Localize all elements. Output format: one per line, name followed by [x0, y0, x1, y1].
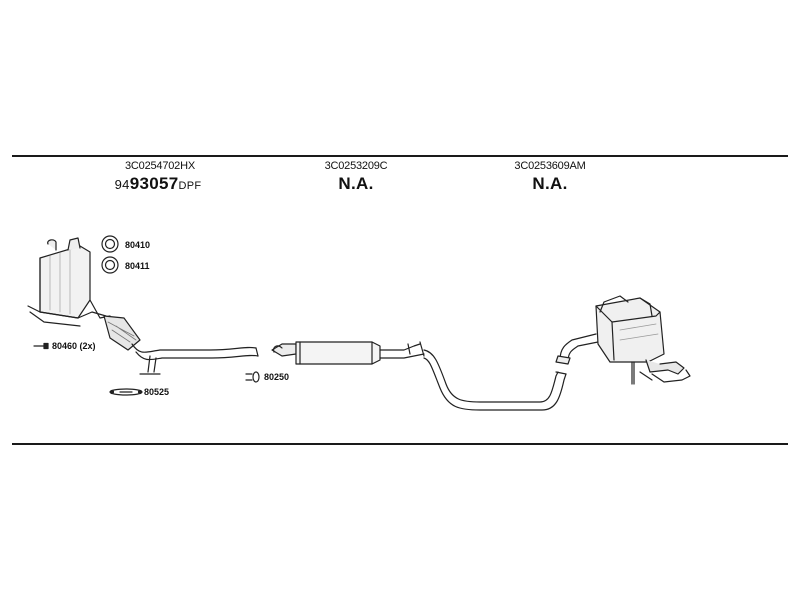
bottom-divider [12, 443, 788, 445]
accessory-80410: 80410 [125, 240, 151, 250]
order-code-rear-silencer: N.A. [532, 174, 568, 193]
part-number-dpf: 3C0254702HX [125, 160, 195, 172]
middle-silencer-assembly [271, 341, 567, 411]
accessory-80525: 80525 [144, 387, 170, 397]
accessory-80460: 80460 (2x) [52, 341, 96, 351]
order-code-suffix: DPF [178, 180, 202, 192]
part-number-rear-silencer: 3C0253609AM [514, 160, 586, 172]
accessory-80411: 80411 [125, 261, 150, 271]
order-code-middle-silencer: N.A. [338, 174, 374, 193]
top-divider [12, 155, 788, 157]
accessory-80250: 80250 [264, 372, 290, 382]
dpf-assembly [27, 237, 259, 375]
seal-ring-icon [101, 235, 119, 253]
rear-silencer-assembly [555, 295, 691, 385]
order-code-dpf: 9493057DPF [115, 174, 202, 194]
seal-ring-icon [101, 256, 119, 274]
order-code-prefix: 94 [114, 177, 130, 192]
pipe-clamp-icon [245, 371, 260, 383]
order-code-main: 93057 [129, 174, 179, 193]
bolt-icon [33, 342, 49, 350]
clamp-icon [109, 388, 143, 396]
part-number-middle-silencer: 3C0253209C [324, 160, 388, 172]
